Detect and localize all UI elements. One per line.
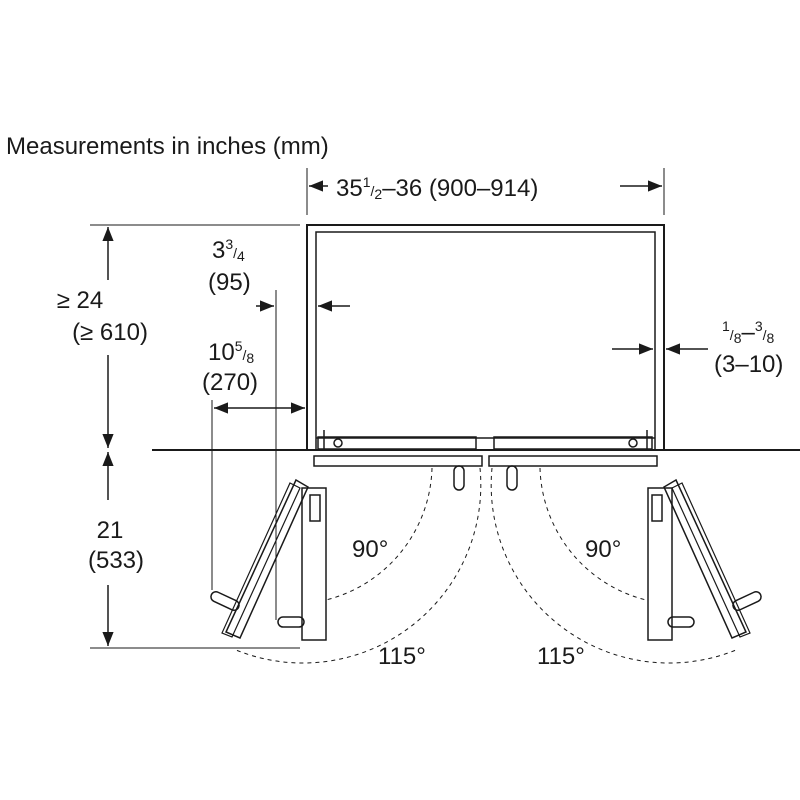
side-gap-right-mm-label: (3–10): [714, 351, 783, 378]
right-door-90: [647, 487, 695, 641]
left-door-115-angle-label: 115°: [378, 643, 426, 670]
left-door-115: [210, 478, 309, 639]
left-door-90-angle-label: 90°: [352, 536, 388, 563]
cabinet-outline: [306, 224, 665, 450]
dimension-arrows: [102, 180, 708, 646]
door-offset-mm-label: (270): [202, 369, 258, 396]
right-door-115-angle-label: 115°: [537, 643, 585, 670]
door-depth-inch-label: 21: [97, 517, 124, 544]
door-depth-mm-label: (533): [88, 547, 144, 574]
depth-clearance-inch-label: ≥ 24: [57, 287, 104, 314]
diagram-title: Measurements in inches (mm): [6, 133, 329, 160]
side-gap-left-inch-label: 33/4: [212, 236, 245, 264]
door-offset-inch-label: 105/8: [208, 338, 254, 366]
width-dimension-label: 351/2–36 (900–914): [336, 174, 538, 202]
door-swing-arcs: [235, 467, 737, 664]
extension-lines: [90, 168, 665, 649]
depth-clearance-mm-label: (≥ 610): [72, 319, 148, 346]
right-door-115: [663, 478, 762, 639]
side-gap-right-inch-label: 1/8–3/8: [722, 318, 775, 346]
side-gap-left-mm-label: (95): [208, 269, 251, 296]
left-door-90: [277, 487, 327, 641]
refrigerator-body: [313, 430, 658, 491]
right-door-90-angle-label: 90°: [585, 536, 621, 563]
